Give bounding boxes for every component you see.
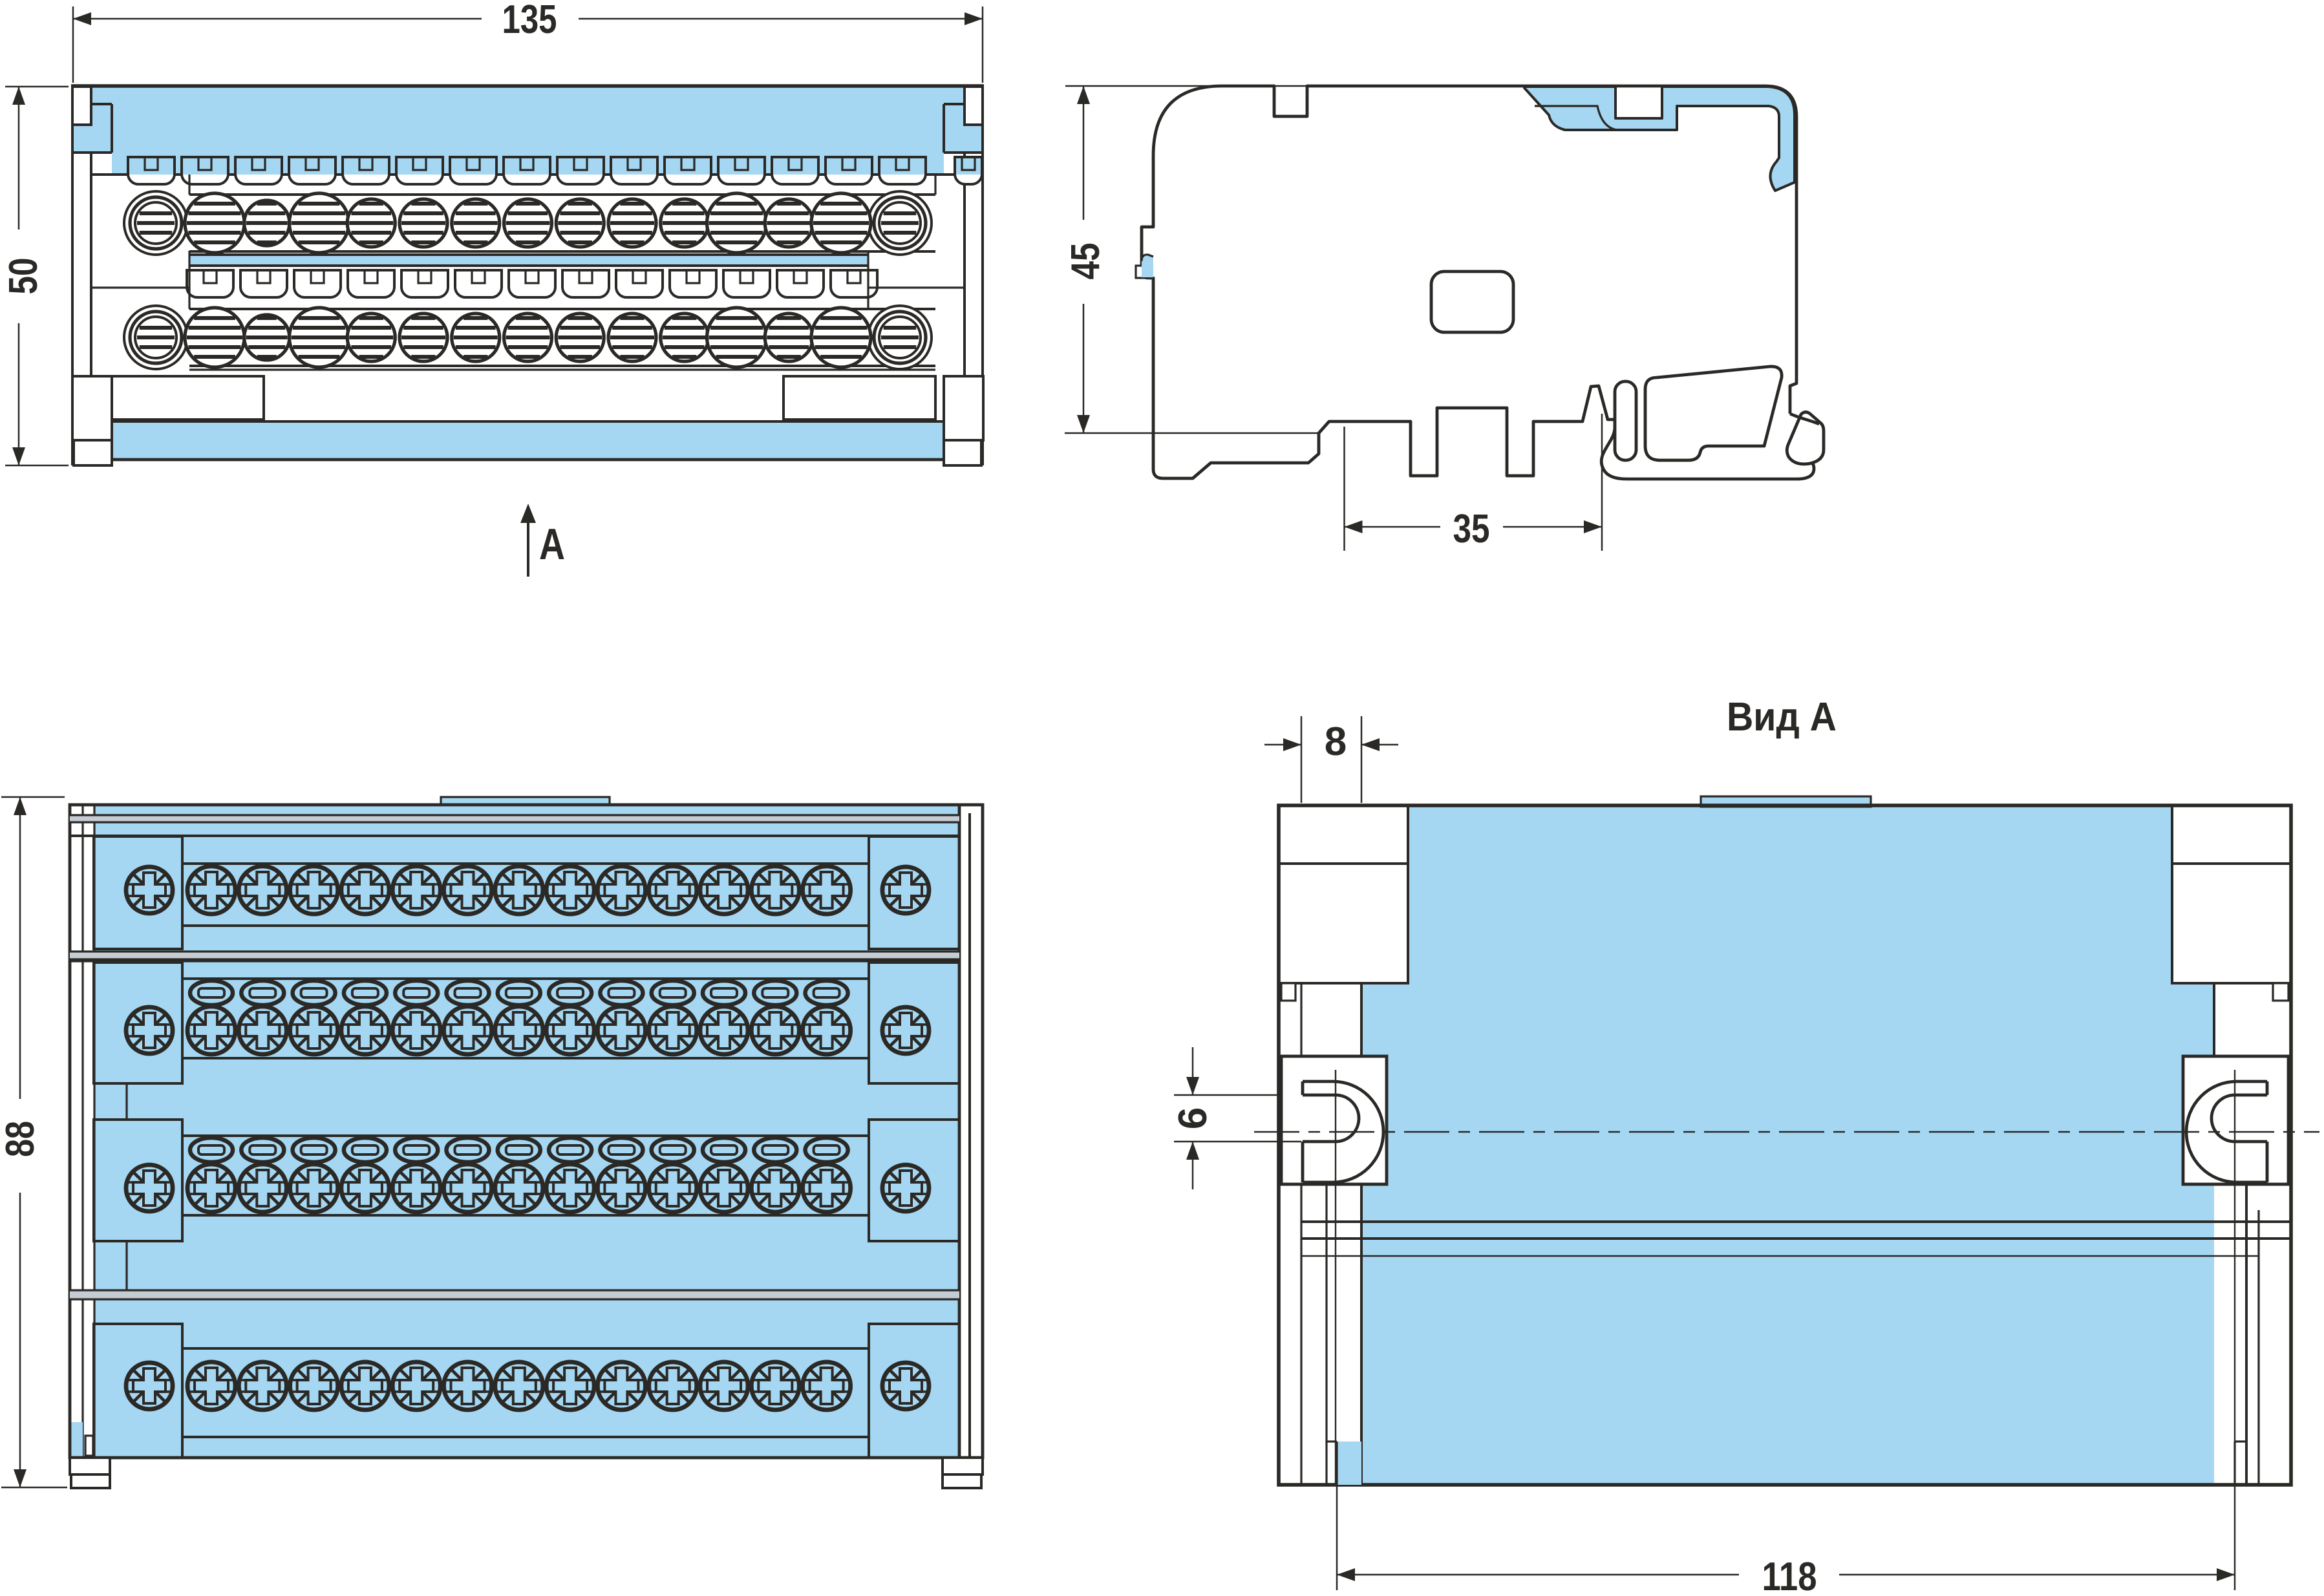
svg-text:35: 35 <box>1453 507 1490 551</box>
svg-text:Вид А: Вид А <box>1727 695 1837 739</box>
svg-text:8: 8 <box>1325 719 1347 764</box>
svg-text:6: 6 <box>1171 1107 1215 1129</box>
svg-text:118: 118 <box>1762 1555 1817 1596</box>
svg-text:88: 88 <box>0 1121 43 1157</box>
svg-text:45: 45 <box>1063 243 1108 280</box>
svg-text:135: 135 <box>502 0 557 42</box>
svg-text:50: 50 <box>1 258 46 295</box>
svg-text:A: A <box>539 520 565 569</box>
